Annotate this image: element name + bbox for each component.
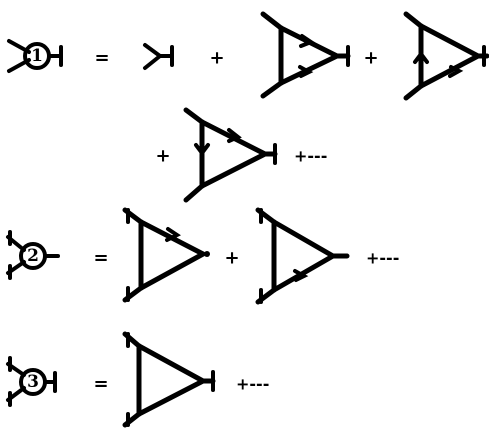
vertex-1-lhs: 1 [7,39,63,73]
equals-sign: = [93,248,108,269]
equation-1-continuation: + +--- [155,107,327,203]
bare-vertex [143,43,174,70]
equation-1: 1 = + + [7,11,489,101]
vertex-2-lhs: 2 [6,230,60,280]
equals-sign: = [94,48,109,69]
equation-3: 3 = +--- [6,331,269,428]
vertex-3-lhs: 3 [6,356,57,407]
equals-sign: = [93,374,108,395]
triangle-diagram-b [403,11,489,101]
plus-sign: + [363,48,378,69]
vertex-label-2: 2 [27,246,39,266]
triangle-diagram-e [255,207,350,305]
triangle-diagram-a [260,11,351,99]
triangle-diagram-f [122,331,216,428]
equation-2: 2 = + +--- [6,207,399,305]
ellipsis: +--- [366,249,399,268]
plus-sign: + [155,146,170,167]
plus-sign: + [209,48,224,69]
ellipsis: +--- [294,147,327,166]
ellipsis: +--- [236,375,269,394]
triangle-diagram-c [183,107,278,203]
plus-sign: + [224,248,239,269]
vertex-label-3: 3 [27,372,39,392]
triangle-diagram-d [122,207,210,303]
vertex-label-1: 1 [31,46,43,66]
